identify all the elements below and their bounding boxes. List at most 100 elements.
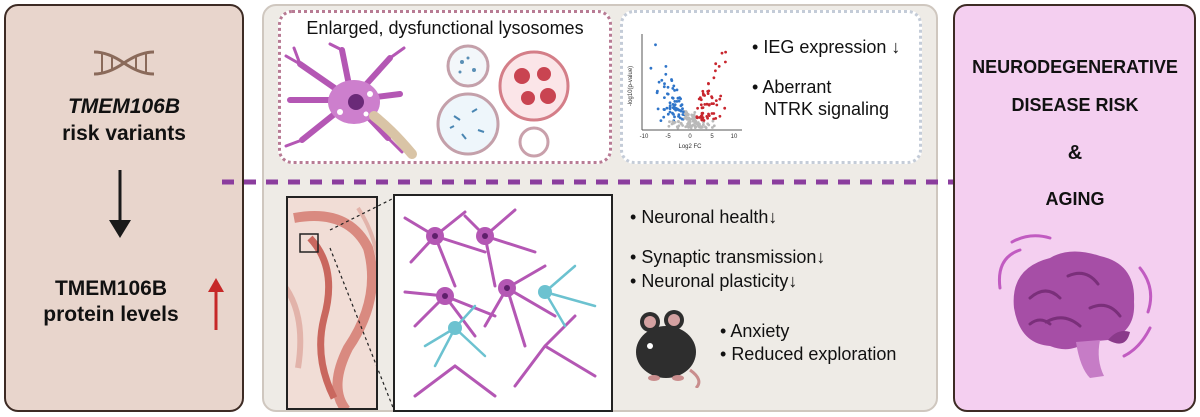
volcano-point (697, 116, 701, 119)
volcano-point (688, 120, 692, 123)
volcano-point (649, 66, 653, 70)
ntrk-text-1: Aberrant (762, 77, 832, 97)
anxiety-text: Anxiety (730, 321, 790, 341)
volcano-point (675, 100, 679, 103)
volcano-point (667, 124, 671, 128)
volcano-point (712, 76, 716, 80)
volcano-point (668, 106, 672, 109)
volcano-point (668, 110, 672, 114)
right-line3: AGING (1045, 189, 1105, 209)
volcano-point (663, 82, 666, 86)
dna-icon (93, 50, 155, 76)
volcano-point (712, 102, 715, 105)
down-arrow-icon (109, 170, 131, 238)
volcano-point (700, 116, 703, 120)
volcano-point (677, 120, 680, 124)
volcano-box (620, 10, 922, 164)
neuron-network (403, 208, 597, 398)
volcano-point (672, 121, 675, 125)
volcano-point (696, 106, 699, 110)
ntrk-text-2: NTRK signaling (764, 99, 890, 119)
volcano-point (665, 106, 669, 110)
volcano-point (666, 112, 670, 116)
volcano-point (701, 89, 705, 93)
volcano-point (724, 50, 727, 54)
volcano-point (662, 108, 666, 111)
volcano-point (679, 109, 683, 113)
volcano-y-label: -log10(p-value) (628, 66, 634, 106)
neuron-icon (284, 42, 417, 159)
volcano-point (671, 96, 674, 100)
lysosome-illustration (284, 42, 570, 159)
neuron-network-box (393, 194, 613, 412)
volcano-point (672, 84, 676, 88)
volcano-point (683, 112, 687, 116)
volcano-point (699, 103, 703, 107)
neuronal-health-text: Neuronal health↓ (641, 207, 778, 227)
volcano-point (707, 82, 710, 86)
volcano-point (673, 104, 676, 107)
volcano-point (672, 113, 675, 116)
ntrk-bullet: • Aberrant (752, 77, 832, 97)
volcano-point (660, 78, 664, 82)
volcano-point (699, 125, 703, 128)
volcano-point (720, 51, 724, 55)
volcano-point (707, 103, 711, 106)
volcano-point (689, 117, 692, 121)
volcano-point (655, 91, 659, 95)
volcano-point (662, 115, 666, 119)
volcano-point (675, 88, 679, 92)
volcano-tick-3: 5 (710, 134, 714, 140)
volcano-point (704, 126, 708, 130)
volcano-point (668, 120, 671, 124)
ieg-text: IEG expression ↓ (763, 37, 901, 57)
volcano-point (688, 125, 691, 128)
volcano-point (701, 111, 705, 115)
volcano-point (664, 65, 668, 68)
up-arrow-icon (208, 278, 224, 330)
volcano-x-ticks: -10 -5 0 5 10 (640, 134, 738, 140)
volcano-point (707, 112, 710, 116)
mouse-icon (636, 310, 701, 388)
volcano-point (714, 99, 718, 102)
volcano-tick-1: -5 (665, 134, 671, 140)
volcano-point (694, 122, 698, 125)
risk-variants-label: risk variants (62, 122, 186, 145)
synaptic-bullet: • Synaptic transmission↓ (630, 247, 826, 267)
plasticity-bullet: • Neuronal plasticity↓ (630, 271, 798, 291)
volcano-point (666, 85, 670, 89)
brain-icon (997, 234, 1153, 378)
volcano-points (649, 43, 727, 130)
volcano-point (685, 124, 689, 128)
protein-label-line2: protein levels (43, 303, 179, 326)
volcano-point (678, 96, 681, 100)
volcano-point (707, 89, 711, 93)
volcano-point (702, 123, 705, 127)
volcano-point (666, 92, 669, 96)
volcano-point (677, 99, 681, 103)
volcano-tick-4: 10 (731, 134, 738, 140)
volcano-point (656, 107, 660, 111)
volcano-point (684, 115, 688, 119)
volcano-point (673, 115, 676, 119)
volcano-point (718, 97, 722, 101)
volcano-point (724, 60, 727, 64)
right-line2: DISEASE RISK (1011, 95, 1139, 115)
anxiety-bullet: • Anxiety (720, 321, 790, 341)
volcano-point (698, 122, 701, 126)
volcano-point (712, 117, 715, 121)
volcano-point (664, 72, 668, 76)
volcano-point (717, 65, 721, 68)
volcano-point (679, 121, 683, 125)
volcano-point (677, 124, 681, 128)
left-panel (4, 4, 244, 412)
volcano-point (699, 98, 703, 102)
exploration-bullet: • Reduced exploration (720, 344, 897, 364)
volcano-point (715, 103, 719, 107)
volcano-point (701, 106, 705, 109)
volcano-point (691, 114, 694, 117)
volcano-point (703, 103, 707, 106)
right-ampersand: & (1067, 142, 1083, 164)
volcano-point (662, 85, 666, 89)
volcano-point (702, 119, 706, 122)
